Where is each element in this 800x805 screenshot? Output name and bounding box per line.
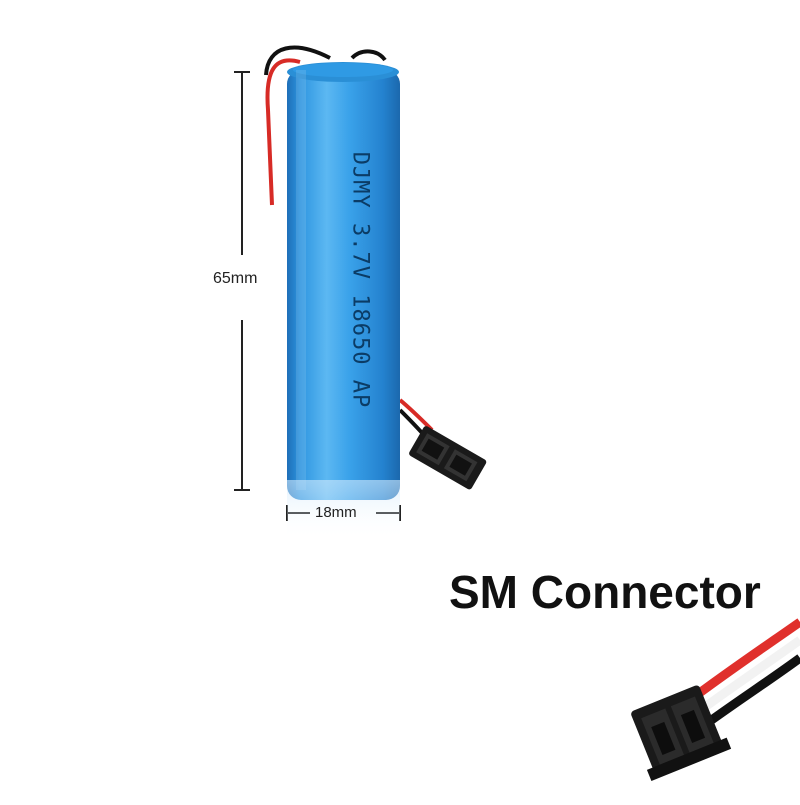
height-dimension-label: 65mm bbox=[213, 270, 258, 287]
battery-print-text: DJMY 3.7V 18650 AP bbox=[347, 151, 373, 409]
height-dimension-line bbox=[234, 71, 250, 491]
battery-connector bbox=[409, 426, 487, 490]
connector-title: SM Connector bbox=[449, 566, 761, 618]
battery-cell bbox=[287, 62, 400, 540]
sm-connector-closeup bbox=[631, 618, 800, 782]
width-dimension-label: 18mm bbox=[315, 504, 357, 521]
